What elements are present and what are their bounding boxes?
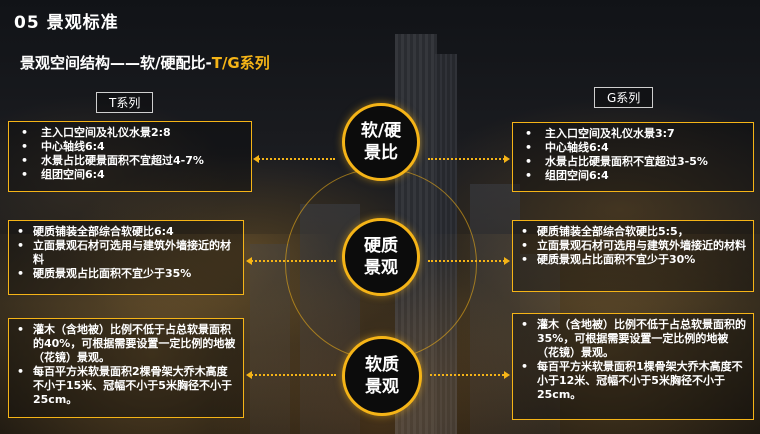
g-series-box-hardscape: 硬质铺装全部综合软硬比5:5， 立面景观石材可选用与建筑外墙接近的材料 硬质景观… — [512, 220, 754, 292]
arrow-right-icon — [430, 371, 510, 379]
list-item: 硬质铺装全部综合软硬比6:4 — [15, 225, 237, 239]
circle-label: 硬质 景观 — [364, 236, 398, 278]
list-item: 灌木（含地被）比例不低于占总软景面积的40%，可根据需要设置一定比例的地被（花镜… — [15, 323, 237, 365]
page-subtitle: 景观空间结构——软/硬配比-T/G系列 — [20, 52, 270, 73]
t-series-label: T系列 — [96, 92, 154, 113]
list-item: 立面景观石材可选用与建筑外墙接近的材料 — [15, 239, 237, 267]
g-series-box-softscape: 灌木（含地被）比例不低于占总软景面积的35%，可根据需要设置一定比例的地被（花镜… — [512, 313, 754, 420]
list-item: 中心轴线6:4 — [523, 141, 747, 155]
list-item: 硬质景观占比面积不宜少于30% — [519, 253, 747, 267]
circle-label: 软质 景观 — [365, 355, 399, 397]
list-item: 主入口空间及礼仪水景3:7 — [523, 127, 747, 141]
list-item: 水景占比硬景面积不宜超过3-5% — [523, 155, 747, 169]
arrow-right-icon — [428, 155, 510, 163]
t-series-box-hardscape: 硬质铺装全部综合软硬比6:4 立面景观石材可选用与建筑外墙接近的材料 硬质景观占… — [8, 220, 244, 295]
list-item: 中心轴线6:4 — [19, 140, 245, 154]
arrow-left-icon — [253, 155, 335, 163]
t-series-box-softscape: 灌木（含地被）比例不低于占总软景面积的40%，可根据需要设置一定比例的地被（花镜… — [8, 318, 244, 418]
circle-soft-hard-ratio: 软/硬 景比 — [342, 103, 420, 181]
list-item: 每百平方米软景面积1棵骨架大乔木高度不小于12米、冠幅不小于5米胸径不小于25c… — [519, 360, 747, 402]
subtitle-main: 景观空间结构——软/硬配比- — [20, 54, 212, 72]
building-silhouette — [470, 184, 520, 434]
arrow-left-icon — [246, 371, 336, 379]
circle-label: 软/硬 景比 — [360, 121, 402, 163]
list-item: 组团空间6:4 — [523, 169, 747, 183]
t-series-box-ratio: 主入口空间及礼仪水景2:8 中心轴线6:4 水景占比硬景面积不宜超过4-7% 组… — [8, 121, 252, 192]
list-item: 水景占比硬景面积不宜超过4-7% — [19, 154, 245, 168]
list-item: 硬质铺装全部综合软硬比5:5， — [519, 225, 747, 239]
page-title: 05 景观标准 — [14, 13, 119, 33]
g-series-box-ratio: 主入口空间及礼仪水景3:7 中心轴线6:4 水景占比硬景面积不宜超过3-5% 组… — [512, 122, 754, 192]
arrow-right-icon — [428, 257, 510, 265]
building-silhouette — [250, 244, 290, 434]
list-item: 每百平方米软景面积2棵骨架大乔木高度不小于15米、冠幅不小于5米胸径不小于25c… — [15, 365, 237, 407]
list-item: 立面景观石材可选用与建筑外墙接近的材料 — [519, 239, 747, 253]
circle-softscape: 软质 景观 — [342, 336, 422, 416]
list-item: 灌木（含地被）比例不低于占总软景面积的35%，可根据需要设置一定比例的地被（花镜… — [519, 318, 747, 360]
circle-hardscape: 硬质 景观 — [342, 218, 420, 296]
subtitle-accent: T/G系列 — [211, 54, 270, 72]
list-item: 组团空间6:4 — [19, 168, 245, 182]
list-item: 主入口空间及礼仪水景2:8 — [19, 126, 245, 140]
g-series-label: G系列 — [594, 87, 654, 108]
list-item: 硬质景观占比面积不宜少于35% — [15, 267, 237, 281]
arrow-left-icon — [246, 257, 336, 265]
